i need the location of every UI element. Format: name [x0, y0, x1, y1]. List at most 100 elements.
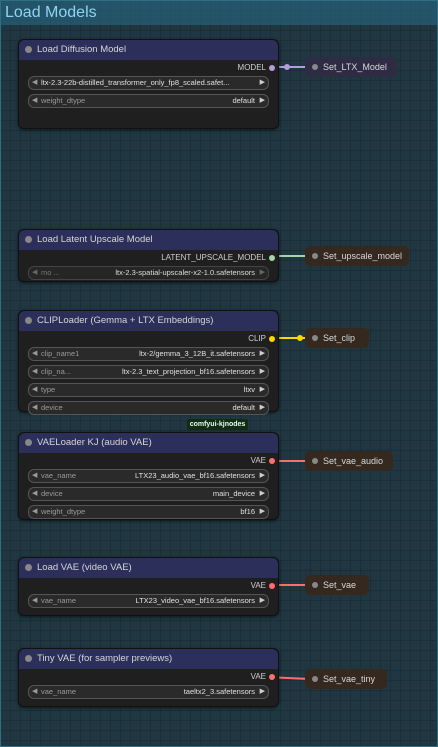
set-node-vae-tiny[interactable]: Set_vae_tiny: [305, 669, 387, 689]
arrow-left-icon[interactable]: ◀: [32, 79, 38, 86]
widget-unet-name[interactable]: ◀ltx-2.3-22b-distilled_transformer_only_…: [28, 76, 269, 90]
output-label: VAE: [250, 672, 266, 681]
node-load-latent-upscale-model[interactable]: Load Latent Upscale Model LATENT_UPSCALE…: [18, 229, 279, 282]
node-tiny-vae[interactable]: Tiny VAE (for sampler previews) VAE ◀vae…: [18, 648, 279, 707]
widget-name: device: [41, 489, 63, 498]
node-title[interactable]: Load Diffusion Model: [19, 40, 278, 60]
input-port[interactable]: [312, 253, 318, 259]
arrow-right-icon[interactable]: ▶: [259, 350, 265, 357]
input-port[interactable]: [312, 676, 318, 682]
output-port[interactable]: [269, 458, 275, 464]
arrow-right-icon[interactable]: ▶: [259, 79, 265, 86]
collapse-dot-icon[interactable]: [25, 236, 32, 243]
arrow-right-icon[interactable]: ▶: [259, 688, 265, 695]
node-title[interactable]: Load Latent Upscale Model: [19, 230, 278, 250]
arrow-right-icon[interactable]: ▶: [259, 508, 265, 515]
arrow-right-icon[interactable]: ▶: [259, 490, 265, 497]
output-port[interactable]: [269, 255, 275, 261]
set-node-vae-audio[interactable]: Set_vae_audio: [305, 451, 393, 471]
arrow-left-icon[interactable]: ◀: [32, 269, 38, 276]
set-node-label: Set_vae: [323, 580, 357, 590]
node-title[interactable]: Load VAE (video VAE): [19, 558, 278, 578]
link-model-dot: [284, 64, 290, 70]
output-port[interactable]: [269, 674, 275, 680]
output-label: LATENT_UPSCALE_MODEL: [161, 253, 266, 262]
arrow-right-icon[interactable]: ▶: [259, 97, 265, 104]
output-label: MODEL: [237, 63, 266, 72]
widget-name: device: [41, 403, 63, 412]
group-title[interactable]: Load Models: [1, 1, 437, 25]
set-node-label: Set_upscale_model: [323, 251, 403, 261]
set-node-label: Set_clip: [323, 333, 356, 343]
output-port[interactable]: [269, 65, 275, 71]
arrow-right-icon[interactable]: ▶: [259, 386, 265, 393]
collapse-dot-icon[interactable]: [25, 317, 32, 324]
input-port[interactable]: [312, 458, 318, 464]
set-node-clip[interactable]: Set_clip: [305, 328, 369, 348]
node-title-text: Load VAE (video VAE): [37, 562, 132, 573]
widget-value: default: [232, 96, 255, 105]
node-load-diffusion-model[interactable]: Load Diffusion Model MODEL ◀ltx-2.3-22b-…: [18, 39, 279, 129]
arrow-left-icon[interactable]: ◀: [32, 490, 38, 497]
widget-name: vae_name: [41, 471, 77, 480]
widget-name: weight_dtype: [41, 507, 86, 516]
widget-value: ltx-2/gemma_3_12B_it.safetensors: [139, 349, 255, 358]
widget-value: ltx-2.3_text_projection_bf16.safetensors: [122, 367, 255, 376]
arrow-left-icon[interactable]: ◀: [32, 97, 38, 104]
node-clip-loader[interactable]: CLIPLoader (Gemma + LTX Embeddings) CLIP…: [18, 310, 279, 415]
node-title[interactable]: CLIPLoader (Gemma + LTX Embeddings): [19, 311, 278, 331]
set-node-label: Set_vae_tiny: [323, 674, 376, 684]
set-node-label: Set_vae_audio: [323, 456, 384, 466]
output-row: MODEL: [19, 60, 278, 76]
collapse-dot-icon[interactable]: [25, 655, 32, 662]
collapse-dot-icon[interactable]: [25, 46, 32, 53]
collapse-dot-icon[interactable]: [25, 439, 32, 446]
collapse-dot-icon[interactable]: [25, 564, 32, 571]
arrow-right-icon[interactable]: ▶: [259, 472, 265, 479]
widget-value: ltx-2.3-spatial-upscaler-x2-1.0.safetens…: [115, 268, 255, 277]
arrow-left-icon[interactable]: ◀: [32, 597, 38, 604]
output-port[interactable]: [269, 583, 275, 589]
output-port[interactable]: [269, 336, 275, 342]
node-title[interactable]: VAELoader KJ (audio VAE): [19, 433, 278, 453]
arrow-left-icon[interactable]: ◀: [32, 688, 38, 695]
set-node-label: Set_LTX_Model: [323, 62, 387, 72]
widget-model-name[interactable]: ◀mo ... ltx-2.3-spatial-upscaler-x2-1.0.s…: [28, 266, 269, 280]
set-node-upscale-model[interactable]: Set_upscale_model: [305, 246, 409, 266]
arrow-right-icon[interactable]: ▶: [259, 269, 265, 276]
input-port[interactable]: [312, 335, 318, 341]
input-port[interactable]: [312, 582, 318, 588]
arrow-left-icon[interactable]: ◀: [32, 386, 38, 393]
widget-value: taeltx2_3.safetensors: [183, 687, 255, 696]
input-port[interactable]: [312, 64, 318, 70]
arrow-left-icon[interactable]: ◀: [32, 368, 38, 375]
widget-name: clip_name1: [41, 349, 80, 358]
arrow-left-icon[interactable]: ◀: [32, 350, 38, 357]
arrow-left-icon[interactable]: ◀: [32, 472, 38, 479]
widget-name: mo ...: [41, 268, 60, 277]
arrow-right-icon[interactable]: ▶: [259, 597, 265, 604]
widget-clip-name2[interactable]: ◀clip_na...ltx-2.3_text_projection_bf16.…: [28, 365, 269, 379]
node-title[interactable]: Tiny VAE (for sampler previews): [19, 649, 278, 669]
set-node-ltx-model[interactable]: Set_LTX_Model: [305, 57, 397, 77]
widget-value: ltxv: [243, 385, 255, 394]
output-row: VAE: [19, 578, 278, 594]
arrow-right-icon[interactable]: ▶: [259, 368, 265, 375]
arrow-left-icon[interactable]: ◀: [32, 508, 38, 515]
node-title-text: Tiny VAE (for sampler previews): [37, 653, 173, 664]
arrow-left-icon[interactable]: ◀: [32, 404, 38, 411]
output-row: VAE: [19, 669, 278, 685]
widget-clip-name1[interactable]: ◀clip_name1 ltx-2/gemma_3_12B_it.safetens…: [28, 347, 269, 361]
arrow-right-icon[interactable]: ▶: [259, 404, 265, 411]
set-node-vae[interactable]: Set_vae: [305, 575, 369, 595]
